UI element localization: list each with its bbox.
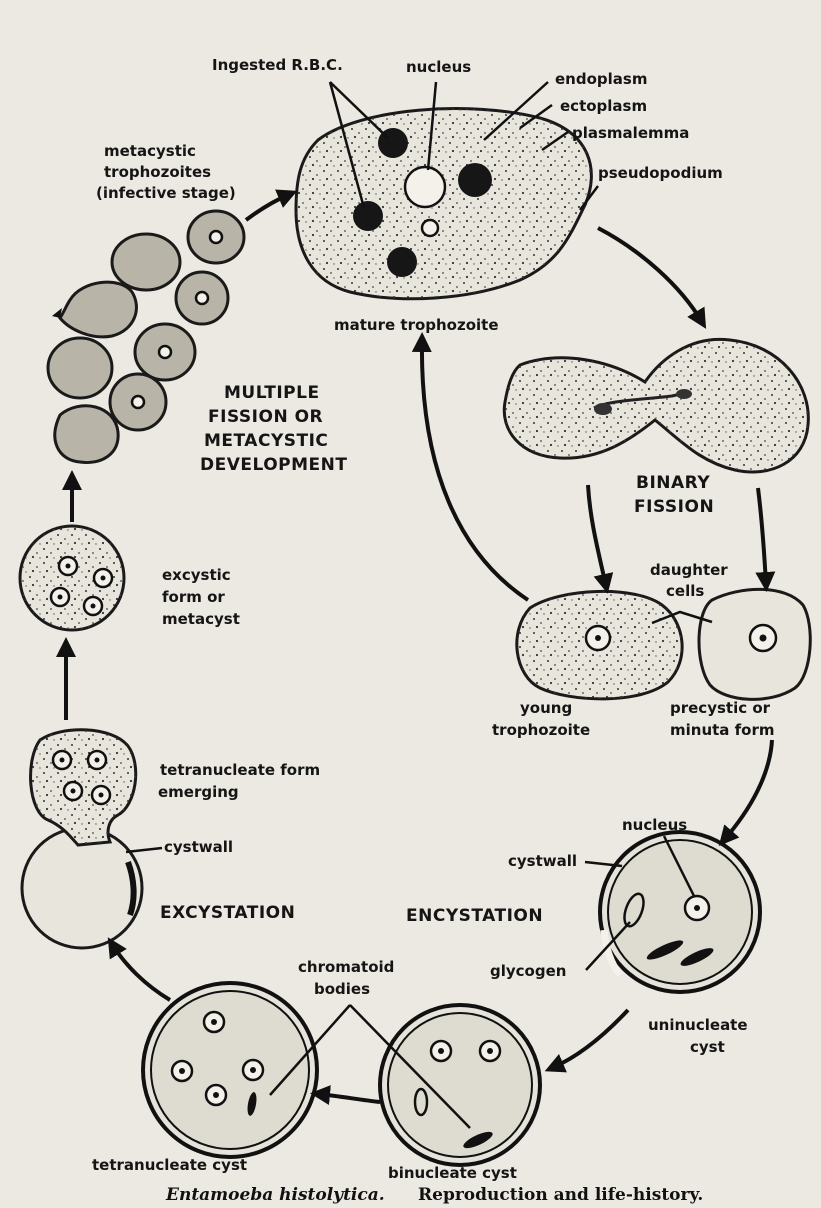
label-encystation: ENCYSTATION (406, 906, 543, 926)
label-cystwall-right: cystwall (508, 852, 577, 870)
label-ingested-rbc: Ingested R.B.C. (212, 56, 343, 74)
label-bodies: bodies (314, 980, 370, 998)
metacystic-nucleus (132, 396, 144, 408)
label-chromatoid: chromatoid (298, 958, 394, 976)
label-cystwall-left: cystwall (164, 838, 233, 856)
karyosome (95, 758, 100, 763)
cyst-wall-inner (608, 840, 752, 984)
karyosome (66, 564, 71, 569)
nucleus-half (594, 403, 612, 415)
karyosome (694, 905, 700, 911)
label-metacyst: metacyst (162, 610, 240, 628)
label-glycogen: glycogen (490, 962, 566, 980)
uninucleate-cyst (600, 832, 760, 992)
ingested-rbc (387, 247, 417, 277)
label-fission: FISSION (634, 497, 714, 517)
label-endoplasm: endoplasm (555, 70, 647, 88)
caption-species: Entamoeba histolytica. (165, 1185, 385, 1205)
karyosome (211, 1019, 217, 1025)
precystic-form (699, 589, 810, 699)
young-trophozoite (517, 591, 682, 698)
cyst-wall-inner (388, 1013, 532, 1157)
nucleus-half (676, 389, 692, 399)
label-trophozoites: trophozoites (104, 163, 211, 181)
karyosome (760, 635, 767, 642)
ingested-rbc (353, 201, 383, 231)
label-mature-trophozoite: mature trophozoite (334, 316, 499, 334)
karyosome (58, 595, 63, 600)
label-metacystic: metacystic (104, 142, 196, 160)
label-uninucleate: uninucleate (648, 1016, 748, 1034)
label-nucleus-cyst: nucleus (622, 816, 687, 834)
karyosome (71, 789, 76, 794)
karyosome (595, 635, 601, 641)
label-plasmalemma: plasmalemma (572, 124, 689, 142)
label-development: DEVELOPMENT (200, 455, 348, 475)
metacystic-nucleus (196, 292, 208, 304)
label-daughter: daughter (650, 561, 728, 579)
label-pseudopodium: pseudopodium (598, 164, 723, 182)
binucleate-cyst (380, 1005, 540, 1165)
label-excystic: excystic (162, 566, 231, 584)
karyosome (179, 1068, 185, 1074)
karyosome (213, 1092, 219, 1098)
label-nucleus-top: nucleus (406, 58, 471, 76)
label-precystic: precystic or (670, 699, 771, 717)
label-form-or: form or (162, 588, 225, 606)
label-binary: BINARY (636, 473, 710, 493)
label-young: young (520, 699, 572, 717)
label-fission-or: FISSION OR (208, 407, 323, 427)
label-cyst: cyst (690, 1038, 725, 1056)
trophozoite-nucleus (405, 167, 445, 207)
label-infective-stage: (infective stage) (96, 184, 236, 202)
label-metacystic-caps: METACYSTIC (204, 431, 328, 451)
label-tetranucleate-cyst: tetranucleate cyst (92, 1156, 247, 1174)
karyosome (99, 793, 104, 798)
metacystic-trophozoite (112, 234, 180, 290)
metacystic-nucleus (159, 346, 171, 358)
metacystic-nucleus (210, 231, 222, 243)
figure-caption: Entamoeba histolytica. Reproduction and … (165, 1185, 703, 1205)
label-minuta-form: minuta form (670, 721, 775, 739)
karyosome (250, 1067, 256, 1073)
karyosome (91, 604, 96, 609)
metacyst (20, 526, 124, 630)
label-excystation: EXCYSTATION (160, 903, 295, 923)
label-trophozoite: trophozoite (492, 721, 590, 739)
karyosome (438, 1048, 444, 1054)
label-cells: cells (666, 582, 704, 600)
caption-text: Reproduction and life-history. (418, 1185, 703, 1205)
ingested-rbc (458, 163, 492, 197)
label-tetranucleate-form: tetranucleate form (160, 761, 320, 779)
karyosome (101, 576, 106, 581)
metacystic-trophozoite (55, 406, 118, 463)
label-binucleate-cyst: binucleate cyst (388, 1164, 517, 1182)
karyosome (60, 758, 65, 763)
label-emerging: emerging (158, 783, 239, 801)
karyosome (487, 1048, 493, 1054)
small-vacuole (422, 220, 438, 236)
label-ectoplasm: ectoplasm (560, 97, 647, 115)
label-multiple: MULTIPLE (224, 383, 320, 403)
metacystic-trophozoite (48, 338, 112, 398)
